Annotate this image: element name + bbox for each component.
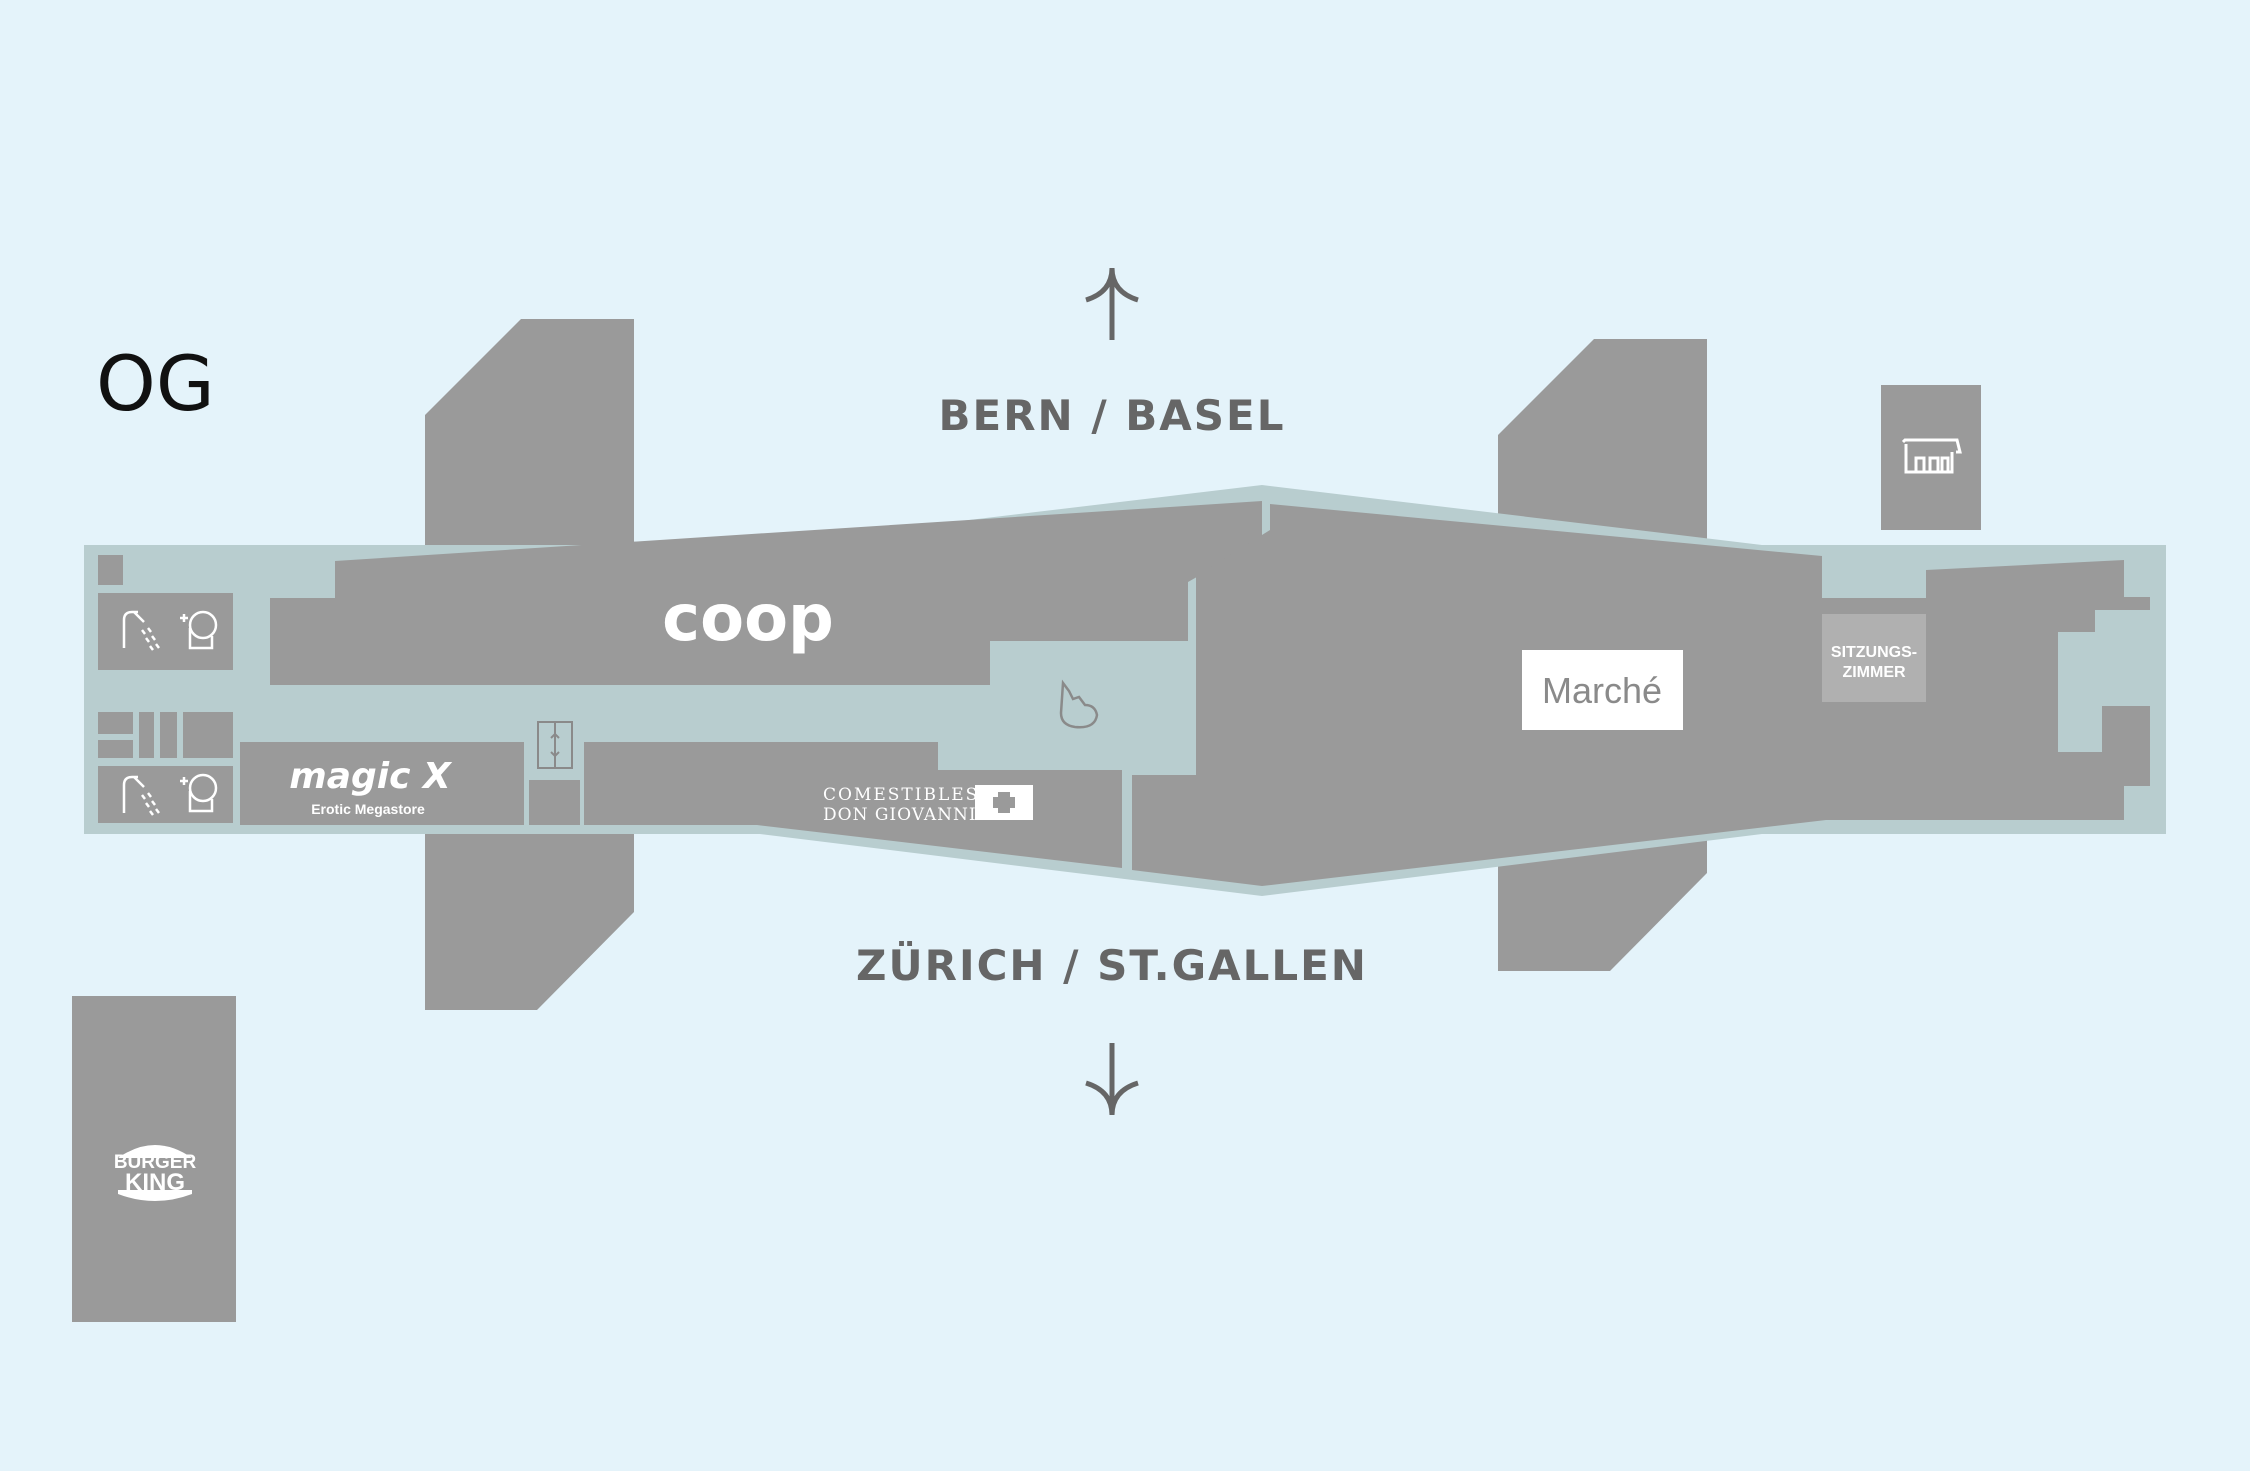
restroom-bottom[interactable] [98, 766, 233, 823]
platform-block-se [1498, 830, 1707, 971]
burgerking-line1: BURGER [114, 1152, 197, 1173]
marche-logo-box [1522, 650, 1683, 730]
shower-icon [122, 610, 160, 651]
shelter-icon [1901, 438, 1962, 474]
burgerking-logo: BURGER KING [114, 1145, 197, 1201]
direction-south-label: ZÜRICH / ST.GALLEN [856, 940, 1368, 990]
escalator-icon[interactable] [1059, 679, 1099, 729]
restroom-top[interactable] [98, 593, 233, 670]
small-room-c [98, 740, 133, 758]
floor-label: OG [96, 339, 215, 428]
elevator-icon[interactable] [537, 721, 573, 769]
meeting-room[interactable] [1822, 614, 1926, 702]
shower-icon [122, 775, 160, 816]
swiss-cross-icon [975, 785, 1033, 820]
marche-logo: Marché [1542, 670, 1662, 711]
store-burgerking[interactable] [72, 996, 236, 1322]
platform-block-ne [1498, 339, 1707, 545]
store-coop[interactable] [270, 501, 1262, 685]
elevator-room [529, 780, 580, 825]
small-room-a [98, 555, 123, 585]
small-room-e [160, 712, 177, 758]
burgerking-line2: KING [125, 1169, 185, 1196]
magicx-subtitle: Erotic Megastore [311, 801, 425, 817]
comestibles-line1: COMESTIBLES [823, 785, 979, 805]
small-room-f [183, 712, 233, 758]
arrow-up-icon [1085, 267, 1139, 340]
meeting-room-label-2: ZIMMER [1842, 664, 1906, 681]
comestibles-line2: DON GIOVANNI [823, 805, 977, 825]
coop-logo: coop [662, 582, 834, 656]
platform-block-sw [425, 830, 634, 1010]
small-room-b [98, 712, 133, 734]
store-magicx[interactable] [240, 742, 524, 825]
store-comestibles[interactable] [584, 742, 1122, 868]
small-room-d [139, 712, 154, 758]
toilet-icon [180, 610, 218, 650]
direction-north-label: BERN / BASEL [939, 391, 1286, 440]
arrow-down-icon [1085, 1043, 1139, 1116]
toilet-icon [180, 773, 218, 813]
meeting-room-label-1: SITZUNGS- [1831, 644, 1917, 661]
magicx-logo: magic X [289, 756, 453, 797]
platform-block-nw [425, 319, 634, 545]
